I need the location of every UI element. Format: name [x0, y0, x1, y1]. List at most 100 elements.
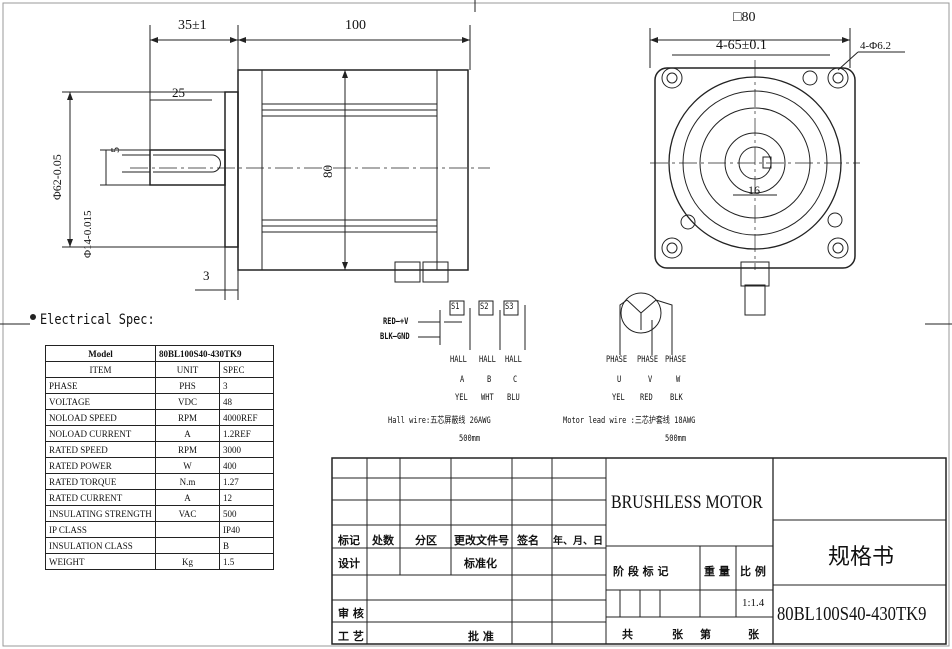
tb-date: 年、月、日: [553, 536, 603, 547]
tb-total: 共: [622, 628, 633, 641]
hall-color-yel: YEL: [455, 393, 468, 403]
spec-table: Model 80BL100S40-430TK9 ITEM UNIT SPEC P…: [45, 345, 274, 570]
tb-standardization: 标准化: [464, 557, 497, 570]
power-positive-label: RED—+V: [383, 317, 409, 327]
tb-sheets-1: 张: [672, 628, 683, 641]
power-negative-label: BLK—GND: [380, 332, 410, 342]
cell-item: PHASE: [45, 377, 156, 394]
tb-signature: 签名: [517, 534, 539, 547]
cell-item: RATED CURRENT: [45, 489, 156, 506]
phase-color-red: RED: [640, 393, 653, 403]
cell-spec: 400: [219, 457, 274, 474]
hall-wire-length: 500mm: [459, 434, 481, 444]
tb-count: 处数: [372, 534, 394, 547]
tb-design: 设计: [338, 557, 360, 570]
cell-unit: [155, 537, 220, 554]
phase-w-label: PHASE: [665, 355, 687, 365]
model-value: 80BL100S40-430TK9: [155, 345, 274, 362]
cell-spec: 1.27: [219, 473, 274, 490]
electrical-spec-title: Electrical Spec:: [40, 312, 155, 328]
dim-hole-diameter: 4-Φ6.2: [860, 40, 891, 52]
phase-color-yel: YEL: [612, 393, 625, 403]
cell-item: INSULATION CLASS: [45, 537, 156, 554]
hall-b-label: HALL: [479, 355, 496, 365]
sensor-s1-label: S1: [451, 302, 460, 312]
phase-color-blk: BLK: [670, 393, 683, 403]
hall-color-blu: BLU: [507, 393, 520, 403]
motor-wire-length: 500mm: [665, 434, 687, 444]
dim-key-width: 5: [108, 147, 122, 153]
tb-approve: 批 准: [468, 630, 494, 643]
phase-letter-w: W: [676, 375, 681, 385]
tb-sheets-2: 张: [748, 628, 759, 641]
header-unit: UNIT: [155, 361, 220, 378]
header-spec: SPEC: [219, 361, 274, 378]
hall-a-label: HALL: [450, 355, 467, 365]
dim-shaft-diameter: Φ14-0.015: [82, 210, 94, 258]
cell-spec: 1.2REF: [219, 425, 274, 442]
cell-unit: Kg: [155, 553, 220, 570]
tb-scale: 比 例: [740, 565, 766, 578]
cell-spec: 3: [219, 377, 274, 394]
table-header-row: ITEM UNIT SPEC: [45, 361, 274, 378]
cell-item: VOLTAGE: [45, 393, 156, 410]
dim-body-height: 80: [320, 165, 335, 178]
cell-unit: RPM: [155, 409, 220, 426]
tb-stage-mark: 阶 段 标 记: [613, 565, 669, 578]
dim-body-length: 100: [345, 18, 366, 33]
table-row: IP CLASS IP40: [45, 521, 274, 538]
phase-v-label: PHASE: [637, 355, 659, 365]
header-item: ITEM: [45, 361, 156, 378]
cell-spec: 48: [219, 393, 274, 410]
hall-letter-c: C: [513, 375, 518, 385]
hall-wire-spec: Hall wire:五芯屏蔽线 26AWG: [388, 416, 491, 426]
cell-item: RATED SPEED: [45, 441, 156, 458]
phase-u-label: PHASE: [606, 355, 628, 365]
cell-unit: VDC: [155, 393, 220, 410]
cell-unit: PHS: [155, 377, 220, 394]
hall-color-wht: WHT: [481, 393, 494, 403]
cell-spec: 1.5: [219, 553, 274, 570]
dim-shaft-length: 35±1: [178, 18, 207, 33]
cell-spec: IP40: [219, 521, 274, 538]
motor-wire-spec: Motor lead wire :三芯护套线 18AWG: [563, 416, 696, 426]
hall-letter-a: A: [460, 375, 465, 385]
cell-item: NOLOAD CURRENT: [45, 425, 156, 442]
model-label: Model: [45, 345, 156, 362]
document-type: 规格书: [828, 545, 895, 570]
dim-square: □80: [733, 10, 756, 25]
tb-zone: 分区: [415, 534, 437, 547]
cell-item: RATED TORQUE: [45, 473, 156, 490]
cell-unit: A: [155, 489, 220, 506]
tb-page: 第: [700, 628, 711, 641]
phase-letter-u: U: [617, 375, 622, 385]
cell-spec: 12: [219, 489, 274, 506]
tb-change-doc: 更改文件号: [454, 534, 509, 547]
tb-craft: 工 艺: [338, 630, 364, 643]
cell-unit: N.m: [155, 473, 220, 490]
cell-spec: 500: [219, 505, 274, 522]
cell-spec: 4000REF: [219, 409, 274, 426]
cell-unit: W: [155, 457, 220, 474]
cell-unit: [155, 521, 220, 538]
cell-spec: 3000: [219, 441, 274, 458]
cell-item: IP CLASS: [45, 521, 156, 538]
tb-mark: 标记: [338, 534, 360, 547]
tb-weight: 重 量: [704, 565, 730, 578]
phase-letter-v: V: [648, 375, 653, 385]
cell-item: INSULATING STRENGTH: [45, 505, 156, 522]
dim-bolt-pattern: 4-65±0.1: [716, 38, 767, 53]
cell-item: NOLOAD SPEED: [45, 409, 156, 426]
sensor-s2-label: S2: [480, 302, 489, 312]
table-row: Model 80BL100S40-430TK9: [45, 345, 274, 362]
